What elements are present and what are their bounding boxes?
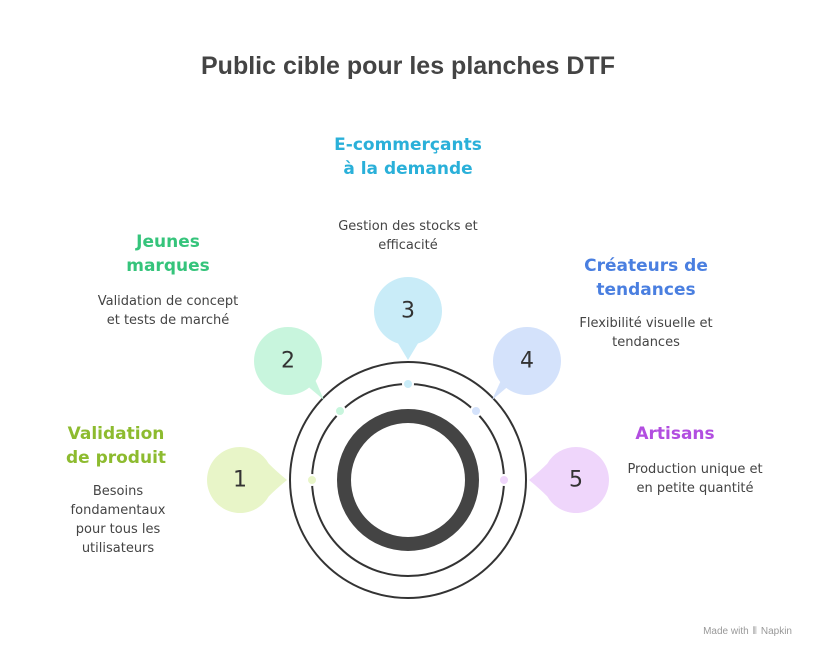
segment-4-tail xyxy=(492,376,511,400)
segment-2-tail xyxy=(305,375,324,400)
center-ring xyxy=(337,409,479,551)
segment-3-dot xyxy=(402,378,414,390)
segment-3-tail xyxy=(396,340,420,360)
segment-4-description: Flexibilité visuelle et tendances xyxy=(579,316,713,350)
footer-attribution: Made with ⫴ Napkin xyxy=(703,626,792,637)
segment-1-description: Besoins fondamentaux pour tous les utili… xyxy=(70,484,166,556)
segment-2-label: Jeunes marques xyxy=(126,232,210,276)
segment-4: 4 xyxy=(470,327,561,417)
segment-1-label: Validation de produit xyxy=(65,424,167,468)
segment-4-label: Créateurs de tendances xyxy=(584,256,708,300)
segment-5-label: Artisans xyxy=(635,424,715,444)
segment-5-dot xyxy=(498,474,510,486)
segment-4-number: 4 xyxy=(520,349,534,374)
segment-1-dot xyxy=(306,474,318,486)
segment-5-number: 5 xyxy=(569,468,583,493)
segment-3-description: Gestion des stocks et efficacité xyxy=(338,219,478,253)
segment-2-description: Validation de concept et tests de marché xyxy=(97,294,239,328)
segment-3: 3 xyxy=(374,277,442,390)
segment-1-bubble xyxy=(207,447,287,513)
segment-2: 2 xyxy=(254,327,346,417)
segment-3-number: 3 xyxy=(401,299,415,324)
segment-2-number: 2 xyxy=(281,349,295,374)
napkin-logo-icon: ⫴ xyxy=(752,626,757,637)
segment-5: 5 xyxy=(498,447,609,513)
footer-brand: Napkin xyxy=(760,626,792,637)
outer-ring xyxy=(289,361,527,599)
segment-1: 1 xyxy=(207,447,318,513)
segment-5-bubble xyxy=(529,447,609,513)
diagram-title: Public cible pour les planches DTF xyxy=(201,52,615,80)
footer-made-with: Made with xyxy=(703,626,749,637)
segment-4-bubble xyxy=(493,327,561,395)
segment-3-bubble xyxy=(374,277,442,345)
segment-5-description: Production unique et en petite quantité xyxy=(627,462,763,496)
segment-3-label: E-commerçants à la demande xyxy=(334,135,482,179)
segment-2-dot xyxy=(334,405,346,417)
segment-4-dot xyxy=(470,405,482,417)
segment-2-bubble xyxy=(254,327,322,395)
segment-1-number: 1 xyxy=(233,468,247,493)
